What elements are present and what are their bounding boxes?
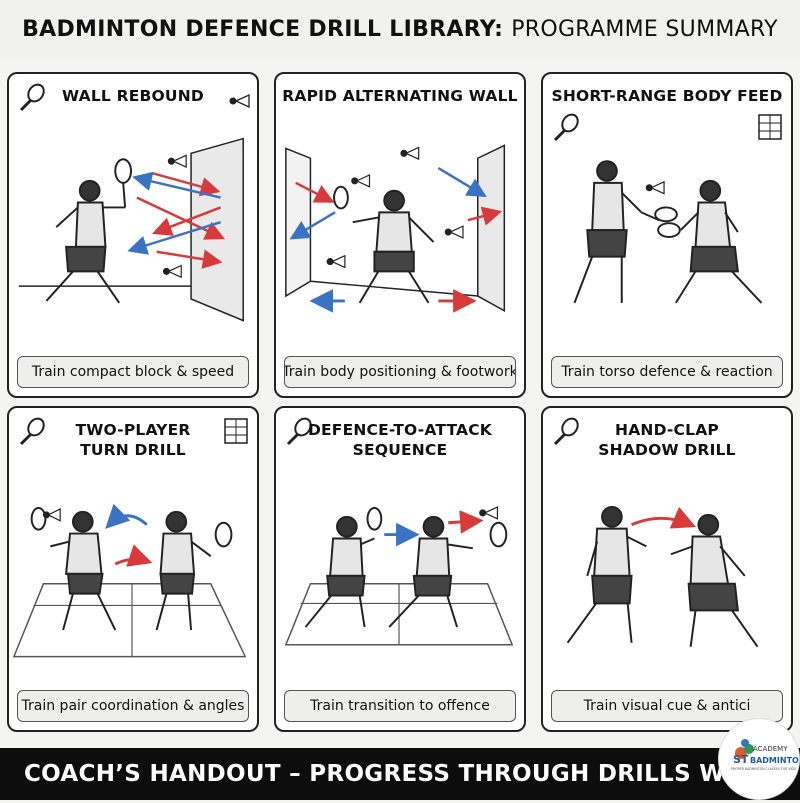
card-title-line: SEQUENCE (352, 441, 448, 459)
card-caption: Train body positioning & footwork (284, 356, 516, 388)
racket-icon (286, 417, 312, 446)
court-grid-icon (758, 114, 782, 140)
card-title-line: WALL REBOUND (62, 87, 204, 105)
card-title-line: RAPID ALTERNATING WALL (282, 87, 518, 105)
svg-text:BADMINTON: BADMINTON (750, 756, 799, 765)
card-title: TWO-PLAYER TURN DRILL (9, 408, 257, 460)
wall-rebound-illustration (18, 137, 244, 322)
card-title: SHORT-RANGE BODY FEED (543, 74, 791, 106)
header-title-light: PROGRAMME SUMMARY (511, 16, 778, 42)
card-title: HAND-CLAP SHADOW DRILL (543, 408, 791, 460)
drill-card-short-range-body-feed: SHORT-RANGE BODY FEED Train torso defenc… (541, 72, 793, 398)
drill-card-wall-rebound: WALL REBOUND Train compact block & speed (7, 72, 259, 398)
drill-card-rapid-alternating-wall: RAPID ALTERNATING WALL Train body positi… (274, 72, 526, 398)
card-title: WALL REBOUND (9, 74, 257, 106)
card-caption: Train compact block & speed (17, 356, 249, 388)
rapid-alternating-wall-illustration (285, 144, 506, 313)
shuttlecock-icon (229, 93, 250, 109)
card-caption: Train visual cue & antici (551, 690, 783, 722)
svg-text:ST: ST (733, 753, 749, 766)
svg-text:ACADEMY: ACADEMY (753, 745, 788, 753)
academy-logo-icon: ACADEMY ST BADMINTON PROPER BADMINTON CL… (731, 739, 800, 771)
drill-card-two-player-turn-drill: TWO-PLAYER TURN DRILL Train pair coordin… (7, 406, 259, 732)
hand-clap-shadow-drill-illustration (566, 506, 759, 648)
card-title: DEFENCE-TO-ATTACK SEQUENCE (276, 408, 524, 460)
card-title: RAPID ALTERNATING WALL (276, 74, 524, 106)
page-header: BADMINTON DEFENCE DRILL LIBRARY: PROGRAM… (0, 0, 800, 58)
card-caption: Train pair coordination & angles (17, 690, 249, 722)
racket-icon (19, 417, 45, 446)
drill-card-defence-to-attack-sequence: DEFENCE-TO-ATTACK SEQUENCE Train transit… (274, 406, 526, 732)
short-range-body-feed-illustration (573, 160, 763, 304)
card-title-line: TURN DRILL (80, 441, 186, 459)
racket-icon (553, 113, 579, 142)
court-grid-icon (224, 418, 248, 444)
card-title-line: HAND-CLAP (615, 421, 719, 439)
svg-text:PROPER BADMINTON CLASSES FOR K: PROPER BADMINTON CLASSES FOR KIDS (731, 767, 796, 771)
drill-card-hand-clap-shadow-drill: HAND-CLAP SHADOW DRILL Train visual cue … (541, 406, 793, 732)
racket-icon (553, 417, 579, 446)
defence-to-attack-illustration (284, 506, 514, 646)
academy-logo-badge: ACADEMY ST BADMINTON PROPER BADMINTON CL… (718, 718, 800, 800)
card-title-line: TWO-PLAYER (75, 421, 191, 439)
two-player-turn-drill-illustration (12, 503, 247, 658)
card-title-line: DEFENCE-TO-ATTACK (307, 421, 493, 439)
header-title-bold: BADMINTON DEFENCE DRILL LIBRARY: (22, 16, 504, 42)
card-caption: Train transition to offence (284, 690, 516, 722)
card-caption: Train torso defence & reaction (551, 356, 783, 388)
card-title-line: SHADOW DRILL (598, 441, 736, 459)
footer-text: COACH’S HANDOUT – PROGRESS THROUGH DRILL… (24, 761, 757, 787)
page-footer: COACH’S HANDOUT – PROGRESS THROUGH DRILL… (0, 748, 800, 800)
racket-icon (19, 83, 45, 112)
card-title-line: SHORT-RANGE BODY FEED (551, 87, 783, 105)
